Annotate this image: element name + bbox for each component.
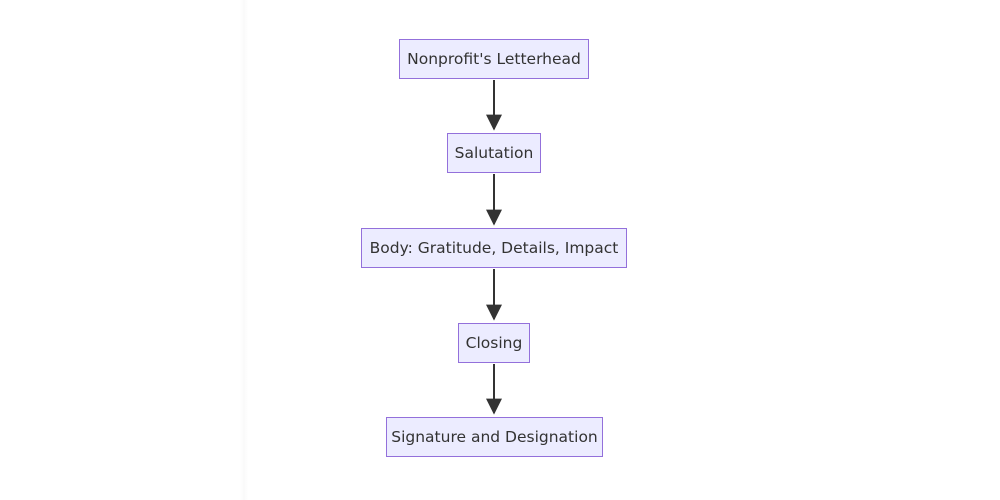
flow-node-signature: Signature and Designation [386,417,603,457]
flow-node-body-label: Body: Gratitude, Details, Impact [369,239,619,257]
flow-node-salutation-label: Salutation [454,144,534,162]
flow-node-closing: Closing [458,323,530,363]
flow-node-closing-label: Closing [465,334,523,352]
flow-node-letterhead-label: Nonprofit's Letterhead [407,50,581,68]
background-seam [240,0,248,500]
flow-node-salutation: Salutation [447,133,541,173]
flow-node-letterhead: Nonprofit's Letterhead [399,39,589,79]
flow-node-body: Body: Gratitude, Details, Impact [361,228,627,268]
flow-node-signature-label: Signature and Designation [391,428,598,446]
